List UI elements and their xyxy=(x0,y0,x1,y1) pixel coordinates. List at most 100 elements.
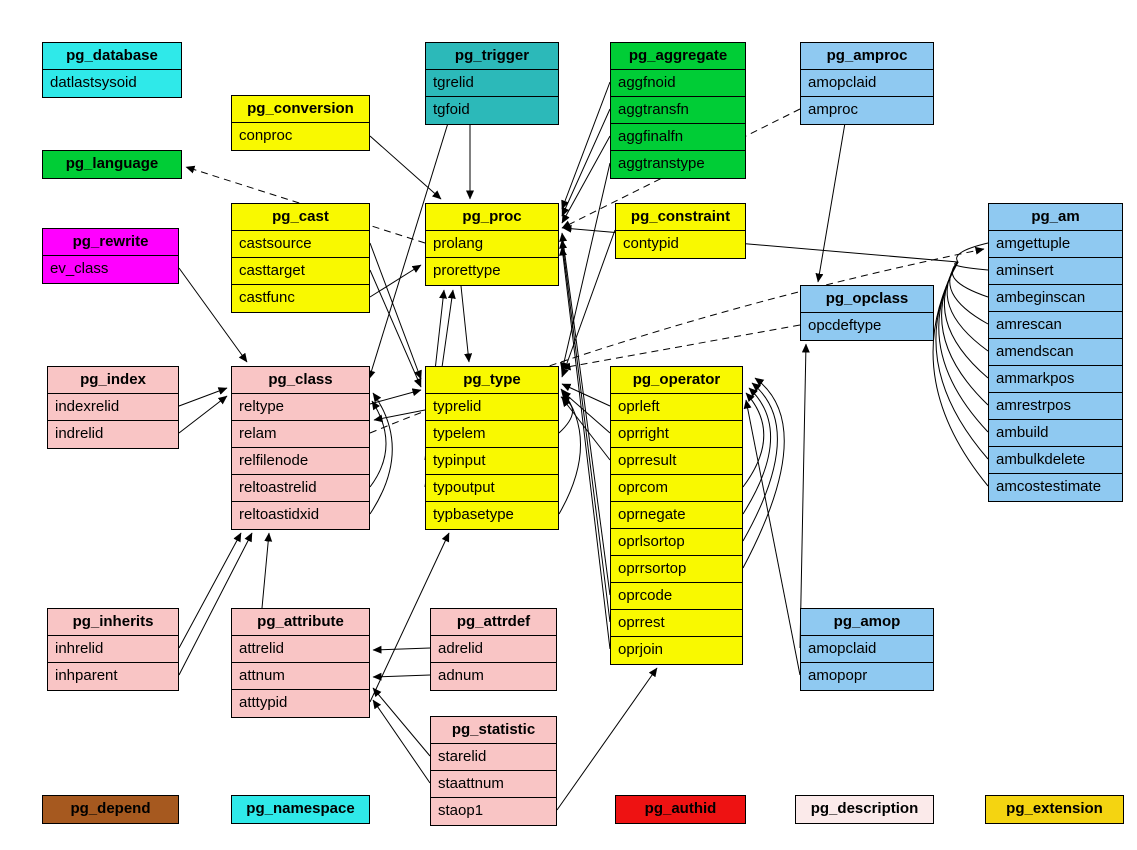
table-pg_rewrite: pg_rewrite ev_class xyxy=(42,228,179,284)
field-pg_attribute-atttypid: atttypid xyxy=(239,694,288,711)
field-pg_am-amendscan: amendscan xyxy=(989,339,1122,366)
field-pg_proc-prorettype: prorettype xyxy=(433,262,501,279)
table-pg_namespace: pg_namespace xyxy=(231,795,370,824)
edge-pg_operator-oprcom-to-pg_operator xyxy=(742,392,765,488)
table-title-pg_depend: pg_depend xyxy=(70,800,151,817)
table-title-pg_opclass: pg_opclass xyxy=(801,286,933,313)
table-title-pg_attrdef: pg_attrdef xyxy=(431,609,556,636)
field-pg_am-ambeginscan: ambeginscan xyxy=(989,285,1122,312)
field-pg_aggregate-aggtranstype: aggtranstype xyxy=(618,155,705,172)
edge-pg_opclass-opcdeftype-to-pg_type xyxy=(561,324,801,371)
field-pg_index-indrelid: indrelid xyxy=(55,425,104,442)
field-pg_class-relam: relam xyxy=(232,421,369,448)
edge-pg_statistic-staattnum-to-pg_attribute xyxy=(372,699,431,784)
table-title-pg_inherits: pg_inherits xyxy=(48,609,178,636)
table-pg_authid: pg_authid xyxy=(615,795,746,824)
edge-pg_amop-amopclaid-to-pg_opclass xyxy=(799,343,810,649)
field-pg_amproc-amproc: amproc xyxy=(808,101,859,118)
field-pg_type-typbasetype: typbasetype xyxy=(433,506,514,523)
table-title-pg_am: pg_am xyxy=(989,204,1122,231)
field-pg_proc-prolang: prolang xyxy=(426,231,558,258)
edge-pg_am-amcostestimate-to-am-bundle xyxy=(932,261,989,487)
field-pg_inherits-inhrelid: inhrelid xyxy=(48,636,178,663)
edge-pg_type-typrelid-to-pg_class xyxy=(373,409,426,423)
edge-pg_conversion-conproc-to-pg_proc xyxy=(369,135,442,200)
field-pg_rewrite-ev_class: ev_class xyxy=(50,260,109,277)
field-pg_aggregate-aggfnoid: aggfnoid xyxy=(611,70,745,97)
edge-pg_operator-oprcode-to-pg_proc xyxy=(559,232,611,596)
field-pg_am-ambulkdelete: ambulkdelete xyxy=(989,447,1122,474)
edge-pg_rewrite-ev_class-to-pg_class xyxy=(178,267,248,363)
edge-pg_cast-castfunc-to-pg_proc xyxy=(369,264,422,298)
field-pg_class-reltoastrelid: reltoastrelid xyxy=(232,475,369,502)
edge-pg_constraint-contypid-to-pg_type xyxy=(561,229,616,378)
field-pg_attribute-attnum: attnum xyxy=(232,663,369,690)
table-title-pg_attribute: pg_attribute xyxy=(232,609,369,636)
edge-pg_operator-oprnegate-to-pg_operator xyxy=(742,387,772,515)
edge-pg_statistic-starelid-to-pg_attribute xyxy=(372,687,431,757)
field-pg_amop-amopopr: amopopr xyxy=(808,667,868,684)
edge-pg_am-amrescan-to-am-bundle xyxy=(949,261,989,325)
edge-pg_class-reltoastrelid-to-pg_class xyxy=(369,400,387,488)
edge-pg_attrdef-adrelid-to-pg_attribute xyxy=(372,645,431,654)
table-pg_description: pg_description xyxy=(795,795,934,824)
edge-pg_statistic-staop1-to-pg_operator xyxy=(556,667,658,811)
field-pg_amproc-amopclaid: amopclaid xyxy=(801,70,933,97)
field-pg_attribute-attrelid: attrelid xyxy=(232,636,369,663)
field-pg_operator-oprlsortop: oprlsortop xyxy=(611,529,742,556)
field-pg_cast-castfunc: castfunc xyxy=(239,289,295,306)
edge-pg_am-amgettuple-to-am-bundle xyxy=(956,242,989,263)
edge-pg_am-aminsert-to-am-bundle xyxy=(954,261,989,271)
edge-pg_inherits-inhrelid-to-pg_class xyxy=(178,532,242,649)
edge-pg_aggregate-aggfnoid-to-pg_proc xyxy=(561,81,611,210)
field-pg_aggregate-aggfinalfn: aggfinalfn xyxy=(611,124,745,151)
edge-pg_index-indrelid-to-pg_class xyxy=(178,395,228,434)
edge-pg_inherits-inhparent-to-pg_class xyxy=(178,532,253,676)
field-pg_inherits-inhparent: inhparent xyxy=(55,667,118,684)
field-pg_operator-oprrest: oprrest xyxy=(611,610,742,637)
field-pg_cast-casttarget: casttarget xyxy=(232,258,369,285)
table-title-pg_database: pg_database xyxy=(43,43,181,70)
edge-pg_cast-castsource-to-pg_type xyxy=(369,242,422,380)
edge-pg_attribute-atttypid-to-pg_type xyxy=(369,532,450,703)
field-pg_type-typinput: typinput xyxy=(426,448,558,475)
field-pg_operator-oprrsortop: oprrsortop xyxy=(611,556,742,583)
edge-pg_amop-amopopr-to-pg_operator xyxy=(743,399,801,676)
table-title-pg_statistic: pg_statistic xyxy=(431,717,556,744)
edge-pg_operator-oprleft-to-pg_type xyxy=(561,383,611,407)
field-pg_type-typelem: typelem xyxy=(426,421,558,448)
field-pg_cast-castsource: castsource xyxy=(232,231,369,258)
edge-pg_type-typbasetype-to-pg_type xyxy=(558,388,581,515)
field-pg_class-reltype: reltype xyxy=(232,394,369,421)
field-pg_am-amrestrpos: amrestrpos xyxy=(989,393,1122,420)
table-title-pg_rewrite: pg_rewrite xyxy=(43,229,178,256)
field-pg_am-aminsert: aminsert xyxy=(989,258,1122,285)
field-pg_am-ambuild: ambuild xyxy=(989,420,1122,447)
field-pg_operator-oprright: oprright xyxy=(611,421,742,448)
edge-pg_aggregate-aggtransfn-to-pg_proc xyxy=(561,108,611,217)
field-pg_operator-oprcode: oprcode xyxy=(611,583,742,610)
field-pg_trigger-tgrelid: tgrelid xyxy=(426,70,558,97)
table-title-pg_extension: pg_extension xyxy=(1006,800,1103,817)
table-title-pg_constraint: pg_constraint xyxy=(616,204,745,231)
edge-pg_class-reltype-to-pg_type xyxy=(369,388,422,405)
field-pg_operator-oprnegate: oprnegate xyxy=(611,502,742,529)
table-title-pg_namespace: pg_namespace xyxy=(246,800,355,817)
edge-pg_cast-casttarget-to-pg_type xyxy=(369,269,422,388)
